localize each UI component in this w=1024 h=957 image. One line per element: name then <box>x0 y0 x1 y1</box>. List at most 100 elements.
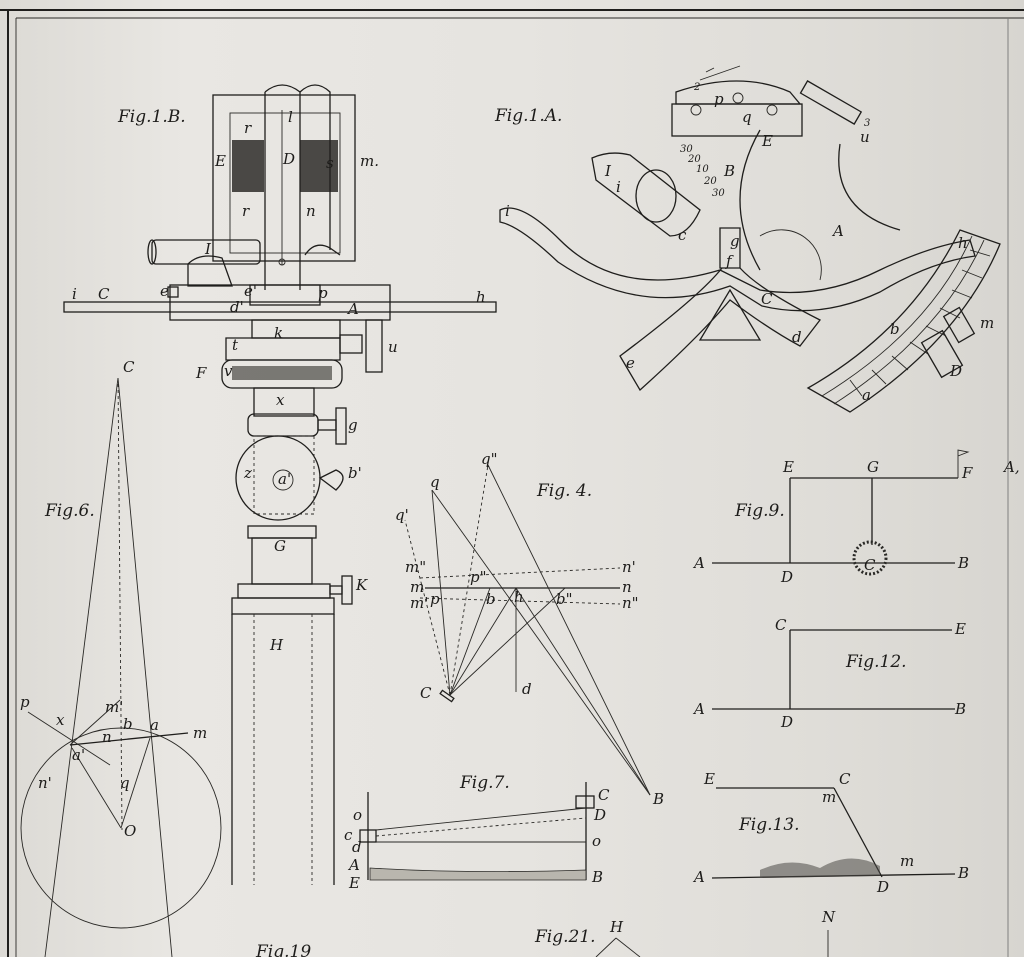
fig-1b-label-u: u <box>388 338 398 356</box>
fig-1b-label-z: z <box>243 464 252 482</box>
fig-1a-label-u: u <box>860 128 870 146</box>
fig-1a-mount-top <box>675 80 802 105</box>
edge-label-A: A, <box>1002 458 1020 476</box>
fig-1b-post-hidden <box>253 614 313 885</box>
fig-1a-label-E: E <box>761 132 773 150</box>
fig-1a-label-f: f <box>725 252 734 270</box>
fig-4-ray-b2 <box>449 587 566 696</box>
fig-4-label-C: C <box>420 684 432 702</box>
fig-1b-screw-K-stem <box>329 585 343 595</box>
fig-1b-title: Fig.1.B. <box>117 107 186 127</box>
fig-1a-bolt-2 <box>766 104 778 116</box>
fig-4-title: Fig. 4. <box>536 481 592 501</box>
fig-9-flag <box>957 449 970 478</box>
fig-6-title: Fig.6. <box>44 501 95 521</box>
fig-6-label-m: m <box>193 724 207 742</box>
fig-1b-label-D: D <box>282 150 295 168</box>
fig-1b-label-i: i <box>72 285 77 303</box>
fig-1a-label-C: C <box>761 290 773 308</box>
fig-13-title: Fig.13. <box>738 815 800 835</box>
fig-12-title: Fig.12. <box>845 652 907 672</box>
fig-9-label-A: A <box>692 554 705 572</box>
fig-6-label-a: a <box>150 716 159 734</box>
fig-1a-vernier-D <box>920 329 964 379</box>
fig-6-label-a1: a' <box>72 746 85 764</box>
fig-4-label-p2: p" <box>470 568 487 586</box>
fig-1a-label-B: B <box>723 162 735 180</box>
fig-6-axis <box>117 377 123 831</box>
fig-1b-label-G: G <box>274 537 286 555</box>
fig-13-label-B: B <box>957 864 969 882</box>
fig-1b-arm <box>63 301 497 313</box>
fig-1a-label-c: c <box>678 226 687 244</box>
fig-13-label-A: A <box>692 868 705 886</box>
fig-1b-label-F: F <box>195 364 207 382</box>
fig-6-label-O: O <box>124 822 136 840</box>
fig-7-sight-dash <box>375 817 587 837</box>
fig-1a-label-A: A <box>831 222 844 240</box>
fig-12-label-C: C <box>775 616 787 634</box>
fig-6-label-q: q <box>120 774 130 792</box>
fig-21-line-right <box>615 937 641 957</box>
fig-1a-triangle <box>698 288 762 341</box>
fig-7-label-B: B <box>591 868 603 886</box>
fig-1a-label-2: 2 <box>693 82 700 93</box>
fig-1b-mount <box>187 255 233 287</box>
fig-6-line-p <box>27 711 111 766</box>
fig-1a-label-3: 3 <box>864 118 870 129</box>
fig-13-label-E: E <box>703 770 715 788</box>
fig-4-label-b: b <box>486 590 496 608</box>
fig-13-line-CD <box>833 787 883 878</box>
fig-1b-center-column-2 <box>299 84 331 250</box>
fig-6-line-m1 <box>69 699 121 746</box>
fig-1a-label-10: 10 <box>696 164 709 175</box>
fig-1a-label-I: I <box>604 162 612 180</box>
fig-13-label-m2: m <box>900 852 914 870</box>
fig-1a-scale-rings <box>821 235 985 405</box>
fig-6-radius <box>71 747 122 829</box>
fig-6-radius-2 <box>120 737 151 829</box>
fig-1b-label-r2: r <box>242 202 250 220</box>
fig-9-title: Fig.9. <box>734 501 785 521</box>
fig-1b-label-H: H <box>269 636 284 654</box>
fig-1b-pivot <box>278 258 286 266</box>
fig-1b-ring-H <box>231 597 335 615</box>
fig-7-label-o1: o <box>353 806 362 824</box>
fig-1a-bolt-1 <box>690 104 702 116</box>
fig-1b-label-g: g <box>348 416 358 434</box>
fig-1b-label-C: C <box>98 285 110 303</box>
fig-6-label-x: x <box>56 711 65 729</box>
fig-7-label-E: E <box>348 874 360 892</box>
fig-4-ray-B2 <box>487 464 651 796</box>
fig-1b-magnet-right <box>300 140 338 192</box>
fig-4-label-q1: q' <box>395 506 409 524</box>
fig-1a-vernier-m <box>942 306 976 344</box>
fig-1b-tube-end <box>147 239 157 265</box>
fig-6-label-m1: m' <box>105 698 123 716</box>
fig-1a-label-30a: 30 <box>680 144 693 155</box>
fig-1a-legs <box>619 267 821 392</box>
fig-7-level: Fig.7. C D o o c d A E B <box>344 773 610 892</box>
fig-1a-label-m: m <box>980 314 994 332</box>
fig-1b-collar <box>249 284 321 306</box>
fig-1a-arrow-left <box>699 65 741 81</box>
fig-4-label-n2: n" <box>622 594 639 612</box>
fig-6-label-b: b <box>123 715 133 733</box>
fig-4-label-n1: n' <box>622 558 636 576</box>
fig-1b-screw-g <box>335 407 347 445</box>
fig-4-mirror-C <box>439 689 455 703</box>
fig-9-label-B: B <box>957 554 969 572</box>
fig-1b-label-E: E <box>214 152 226 170</box>
fig-1a-label-e: e <box>626 354 635 372</box>
fig-13-label-D: D <box>876 878 889 896</box>
fig-1a-label-g: g <box>730 232 740 250</box>
fig-9-label-D: D <box>780 568 793 586</box>
fig-1b-label-m: m. <box>360 152 379 170</box>
fig-12-label-E: E <box>954 620 966 638</box>
fig-1a-label-q: q <box>742 108 752 126</box>
fig-1a-label-b: b <box>890 320 900 338</box>
fig-1a-scale <box>806 229 1001 413</box>
fig-1a-label-d: d <box>792 328 802 346</box>
edge-marks: N A, <box>821 458 1020 957</box>
